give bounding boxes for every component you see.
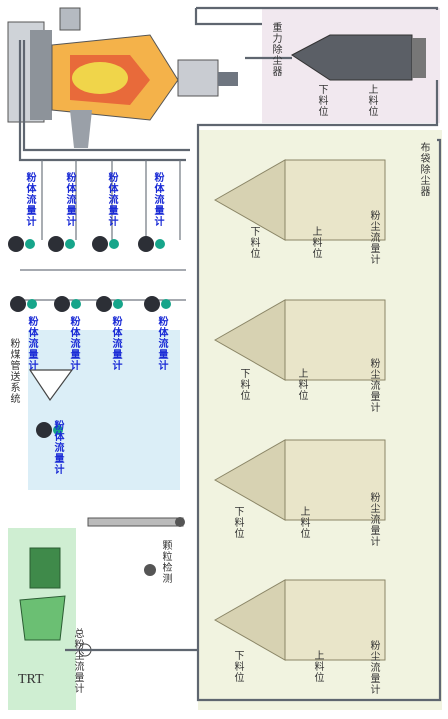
powder-flow-meter-9: 粉体流量计: [52, 420, 63, 475]
bag-lower-level-2: 下料位: [238, 368, 249, 401]
powder-flow-meter-7: 粉体流量计: [110, 316, 121, 371]
powder-flow-meter-5: 粉体流量计: [26, 316, 37, 371]
flow-meter-icons: [8, 236, 171, 438]
gravity-upper-level: 上料位: [366, 84, 377, 117]
bag-lower-level-1: 下料位: [248, 226, 259, 259]
bag-lower-level-3: 下料位: [232, 506, 243, 539]
hopper-icon: [28, 369, 74, 402]
bag-upper-level-1: 上料位: [310, 226, 321, 259]
particle-detector-icon: [87, 517, 185, 576]
powder-flow-meter-3: 粉体流量计: [106, 172, 117, 227]
injection-zone: [28, 330, 180, 490]
powder-flow-meter-8: 粉体流量计: [156, 316, 167, 371]
bag-filter-units: [213, 159, 386, 661]
bag-filter-title: 布袋除尘器: [418, 142, 429, 197]
bag-upper-level-4: 上料位: [312, 650, 323, 683]
gravity-lower-level: 下料位: [316, 84, 327, 117]
bag-dust-flow-3: 粉尘流量计: [368, 492, 379, 547]
powder-flow-meter-1: 粉体流量计: [24, 172, 35, 227]
bag-dust-flow-4: 粉尘流量计: [368, 640, 379, 695]
ash-conveying-label: 粉煤管送系统: [8, 338, 19, 404]
blast-furnace-icon: [7, 7, 238, 148]
powder-flow-meter-2: 粉体流量计: [64, 172, 75, 227]
bag-lower-level-4: 下料位: [232, 650, 243, 683]
powder-flow-meter-4: 粉体流量计: [152, 172, 163, 227]
bag-dust-flow-2: 粉尘流量计: [368, 358, 379, 413]
bag-upper-level-2: 上料位: [296, 368, 307, 401]
trt-label: TRT: [18, 672, 44, 687]
particle-detection-label: 颗粒检测: [160, 540, 171, 584]
gravity-collector-title: 重力除尘器: [270, 22, 281, 77]
trt-turbine-icon: [19, 547, 198, 657]
bag-dust-flow-1: 粉尘流量计: [368, 210, 379, 265]
outlet-flow-meter-label: 总粉尘流量计: [72, 628, 83, 694]
bag-upper-level-3: 上料位: [298, 506, 309, 539]
powder-flow-meter-6: 粉体流量计: [68, 316, 79, 371]
gravity-dust-collector-icon: [245, 34, 426, 81]
